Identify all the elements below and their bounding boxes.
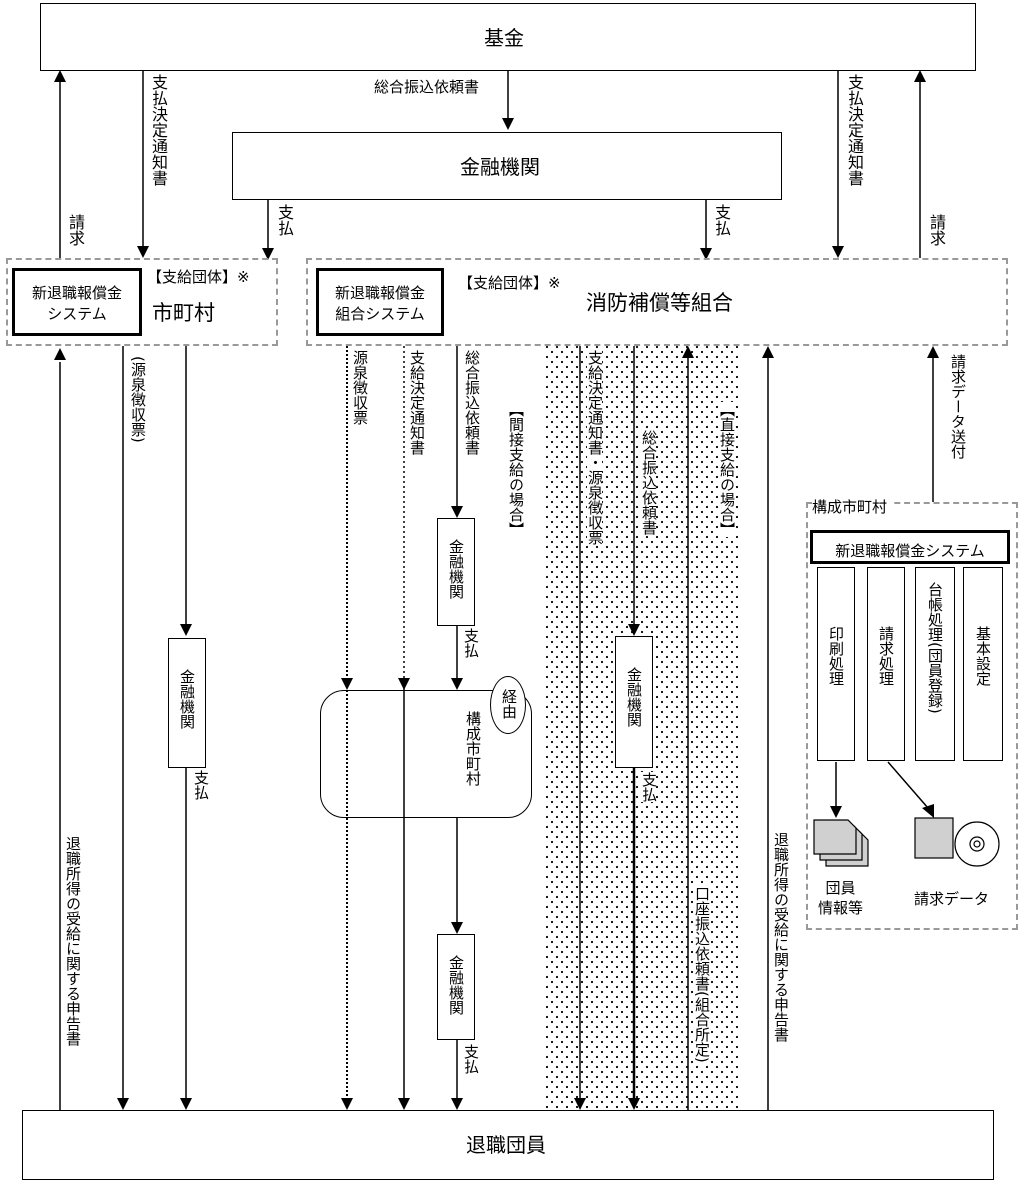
indirect-bank-label: 金融機関 [447,539,465,599]
union-header: 【支給団体】※ [458,274,561,292]
member-system-box: 新退職報償金システム [810,530,1010,564]
print-function-box: 印刷処理 [817,567,855,761]
direct-bank-label: 金融機関 [625,667,643,727]
bank-label-top: 金融機関 [460,155,540,179]
ledger-function-box: 台帳処理(団員登録) [915,567,955,761]
municipality-group [6,258,278,346]
muni-system-line2: システム [47,305,107,323]
member-panel [806,502,1018,930]
indirect-withholding-label: 源泉徴収票 [351,350,369,425]
union-group [306,258,1008,346]
claim-data-send-label: 請求データ送付 [949,354,967,459]
claim-label-left: 請求 [66,214,85,246]
fund-box: 基金 [40,3,976,71]
indirect-bank2-box: 金融機関 [437,934,475,1040]
direct-title: 【直接支給の場合】 [718,402,736,537]
muni-bank-box: 金融機関 [168,638,206,768]
via-label: 経由 [500,689,518,719]
ledger-function-label: 台帳処理(団員登録) [926,582,944,714]
direct-pay-label: 支払 [640,772,658,802]
docs-output-line1: 団員 [825,879,856,897]
transfer-request-label-top: 総合振込依頼書 [374,78,480,96]
indirect-transfer-label: 総合振込依頼書 [463,350,481,455]
muni-bank-label: 金融機関 [178,669,196,729]
via-badge: 経由 [490,676,526,734]
retired-members-box: 退職団員 [22,1110,994,1180]
muni-name: 市町村 [152,301,215,325]
union-system-box: 新退職報償金 組合システム [316,268,444,336]
documents-icon [813,819,869,867]
direct-account-transfer-label: 口座振込依頼書(組合所定) [693,886,711,1063]
muni-header: 【支給団体】※ [147,268,250,286]
settings-function-box: 基本設定 [963,567,1003,761]
pay-label-left-top: 支払 [275,204,294,236]
docs-output-line2: 情報等 [818,899,864,918]
member-muni-label: 構成市町村 [464,711,482,786]
settings-function-label: 基本設定 [974,626,992,686]
muni-system-box: 新退職報償金 システム [12,268,142,336]
print-function-label: 印刷処理 [827,626,845,686]
member-panel-title: 構成市町村 [812,500,892,515]
fund-label: 基金 [484,26,524,50]
muni-withholding-label: (源泉徴収票) [129,356,147,443]
indirect-title: 【間接支給の場合】 [507,402,525,537]
claim-function-box: 請求処理 [867,567,905,761]
union-system-line1: 新退職報償金 [334,284,425,302]
data-output-label: 請求データ [914,890,990,908]
claim-function-label: 請求処理 [877,626,895,686]
union-name: 消防補償等組合 [586,291,733,315]
notice-label-left: 支払決定通知書 [149,74,168,186]
data-disk-icon [914,817,1000,867]
pay-label-right-top: 支払 [712,204,731,236]
claim-label-right: 請求 [927,214,946,246]
direct-bank-box: 金融機関 [615,636,653,768]
indirect-bank2-label: 金融機関 [447,955,465,1015]
notice-label-right: 支払決定通知書 [845,74,864,186]
muni-pay-label: 支払 [192,770,210,800]
retired-members-label: 退職団員 [466,1133,546,1157]
indirect-pay2-label: 支払 [462,1044,480,1074]
direct-notice-label: 支給決定通知書・源泉徴収票 [586,350,604,545]
muni-system-line1: 新退職報償金 [31,284,122,302]
docs-output-label: 団員 情報等 [818,878,863,919]
union-system-line2: 組合システム [335,305,425,323]
indirect-bank-box: 金融機関 [437,518,475,626]
arrowheads [54,70,939,1110]
bank-box-top: 金融機関 [232,132,782,200]
union-declaration-label: 退職所得の受給に関する申告書 [772,832,790,1042]
indirect-notice-label: 支給決定通知書 [408,350,426,455]
muni-declaration-label: 退職所得の受給に関する申告書 [64,836,82,1046]
indirect-pay-label: 支払 [462,628,480,658]
direct-transfer-label: 総合振込依頼書 [640,430,658,535]
member-system-label: 新退職報償金システム [835,542,985,560]
member-municipality-box: 構成市町村 [320,690,532,818]
